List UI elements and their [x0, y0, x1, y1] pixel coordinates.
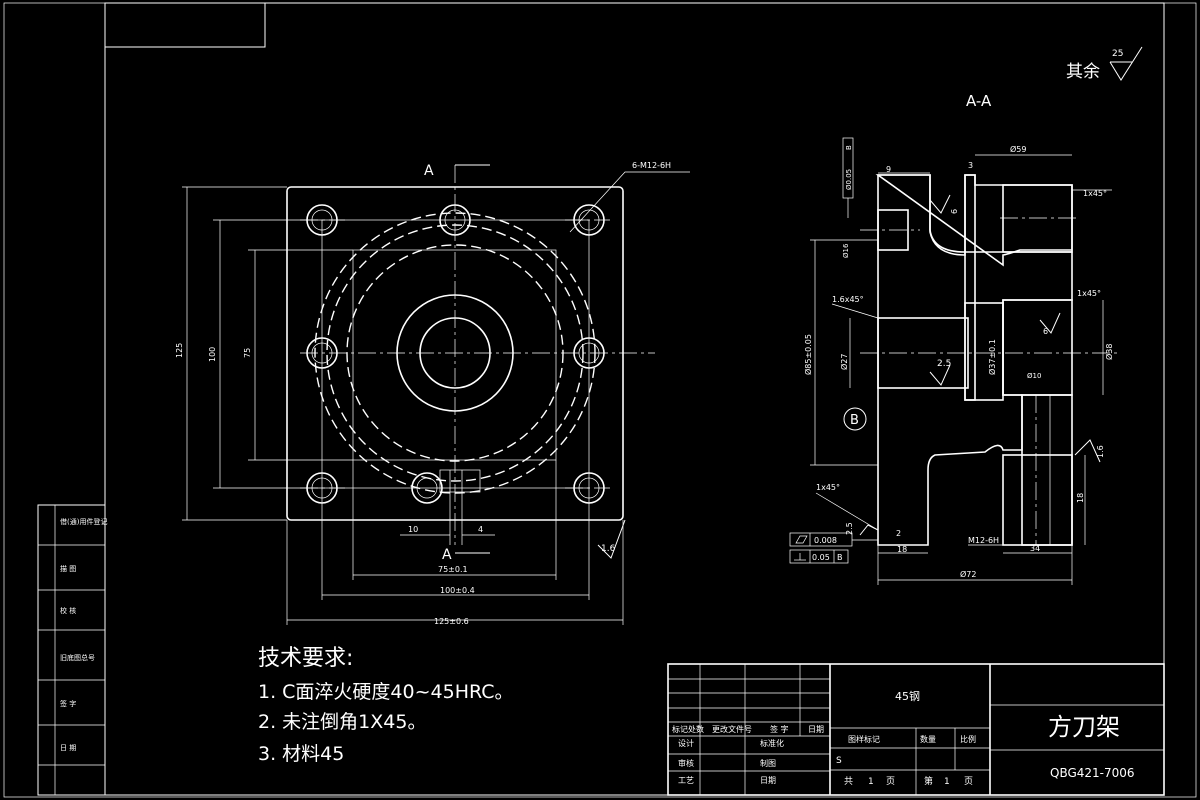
chamfer-top: 1x45°: [1083, 189, 1107, 198]
svg-text:旧底图总号: 旧底图总号: [60, 653, 95, 662]
dim-4: 4: [478, 525, 483, 534]
dim-18a: 18: [897, 545, 907, 554]
svg-text:数量: 数量: [920, 734, 936, 744]
dim-phi38: Ø38: [1104, 344, 1114, 360]
drawing-frame: [3, 2, 1197, 798]
tol-flatness: 0.008: [814, 536, 837, 545]
roughness-1-6-section: 1.6: [1096, 445, 1105, 458]
svg-text:描 图: 描 图: [60, 564, 76, 573]
svg-text:1: 1: [868, 777, 874, 787]
svg-text:标准化: 标准化: [760, 738, 784, 748]
svg-text:页: 页: [964, 776, 973, 787]
svg-text:工艺: 工艺: [678, 776, 694, 785]
tol-perp-ref: B: [837, 553, 843, 562]
roughness-2-5b: 2.5: [845, 522, 854, 535]
svg-text:制图: 制图: [760, 758, 776, 768]
tol-top-ref: B: [845, 145, 853, 150]
svg-text:标记处数: 标记处数: [672, 724, 704, 734]
section-mark-top: A: [424, 163, 434, 179]
svg-text:比例: 比例: [960, 734, 976, 744]
dim-phi10: Ø10: [1027, 372, 1041, 380]
dim-phi16: Ø16: [842, 243, 850, 258]
dim-10: 10: [408, 525, 418, 534]
chamfer-bottom-left: 1x45°: [816, 483, 840, 492]
dim-phi59: Ø59: [1010, 144, 1026, 154]
dim-phi72: Ø72: [960, 569, 976, 579]
section-view: A-A Ø0.05 B Ø85±0.05 Ø27 Ø16 1.6x45°: [789, 92, 1120, 585]
dim-34: 34: [1030, 544, 1040, 553]
material: 45钢: [895, 690, 920, 703]
svg-text:第: 第: [924, 775, 933, 787]
dim-width-outer: 125±0.6: [434, 617, 469, 626]
svg-text:其余: 其余: [1066, 62, 1100, 82]
datum-b: B: [850, 413, 859, 428]
dim-9: 9: [886, 165, 891, 174]
svg-text:借(通)用件登记: 借(通)用件登记: [60, 517, 107, 526]
svg-text:日期: 日期: [760, 776, 776, 785]
chamfer-mid-right: 1x45°: [1077, 289, 1101, 298]
dim-3: 3: [968, 161, 973, 170]
roughness-6a: 6: [950, 209, 959, 214]
surface-finish-note: 其余 25: [1066, 46, 1143, 82]
svg-text:签 字: 签 字: [60, 699, 76, 708]
dim-height-outer: 125: [175, 343, 184, 358]
svg-text:审核: 审核: [678, 758, 694, 768]
tech-item-3: 3. 材料45: [258, 743, 344, 765]
dim-2: 2: [896, 529, 901, 538]
svg-text:25: 25: [1112, 49, 1123, 59]
title-block: 45钢 方刀架 QBG421-7006 标记处数 更改文件号 签 字 日期 设计…: [667, 663, 1165, 796]
svg-text:共: 共: [844, 776, 853, 787]
drawing-number: QBG421-7006: [1050, 766, 1135, 780]
tech-item-2: 2. 未注倒角1X45。: [258, 711, 426, 733]
front-view: A A 6-M12-6H 125 100 75 75±0.1 100±0.4 1…: [175, 161, 690, 626]
svg-text:设计: 设计: [678, 738, 694, 748]
dim-phi37: Ø37±0.1: [987, 339, 997, 375]
tech-requirements: 技术要求: 1. C面淬火硬度40~45HRC。 2. 未注倒角1X45。 3.…: [258, 646, 514, 765]
svg-text:1: 1: [944, 777, 950, 787]
dim-width-mid: 100±0.4: [440, 586, 475, 595]
svg-text:日期: 日期: [808, 725, 824, 734]
svg-text:日 期: 日 期: [60, 744, 76, 752]
tol-top-value: Ø0.05: [845, 169, 853, 190]
svg-text:校 核: 校 核: [60, 606, 76, 615]
hole-callout: 6-M12-6H: [632, 161, 671, 170]
dim-width-inner: 75±0.1: [438, 565, 468, 574]
dim-18b: 18: [1076, 493, 1085, 503]
svg-text:图样标记: 图样标记: [848, 734, 880, 744]
roughness-6b: 6: [1043, 327, 1048, 336]
svg-text:S: S: [836, 756, 842, 766]
dim-phi85: Ø85±0.05: [803, 334, 813, 375]
section-view-title: A-A: [966, 92, 992, 110]
thread: M12-6H: [968, 536, 999, 545]
dim-phi27: Ø27: [839, 354, 849, 370]
svg-text:签 字: 签 字: [770, 724, 789, 734]
chamfer-mid-left: 1.6x45°: [832, 295, 864, 304]
dim-height-mid: 100: [208, 347, 217, 362]
tech-title: 技术要求:: [258, 646, 353, 671]
part-name: 方刀架: [1048, 713, 1120, 741]
svg-text:页: 页: [886, 776, 895, 787]
tech-item-1: 1. C面淬火硬度40~45HRC。: [258, 681, 514, 703]
dim-height-inner: 75: [243, 348, 252, 358]
svg-text:更改文件号: 更改文件号: [712, 724, 752, 734]
roughness-2-5: 2.5: [937, 359, 951, 369]
left-strip: 借(通)用件登记 描 图 校 核 旧底图总号 签 字 日 期: [37, 504, 107, 796]
roughness-front: 1.6: [601, 544, 616, 554]
section-mark-bottom: A: [442, 547, 452, 563]
tol-perp: 0.05: [812, 553, 830, 562]
